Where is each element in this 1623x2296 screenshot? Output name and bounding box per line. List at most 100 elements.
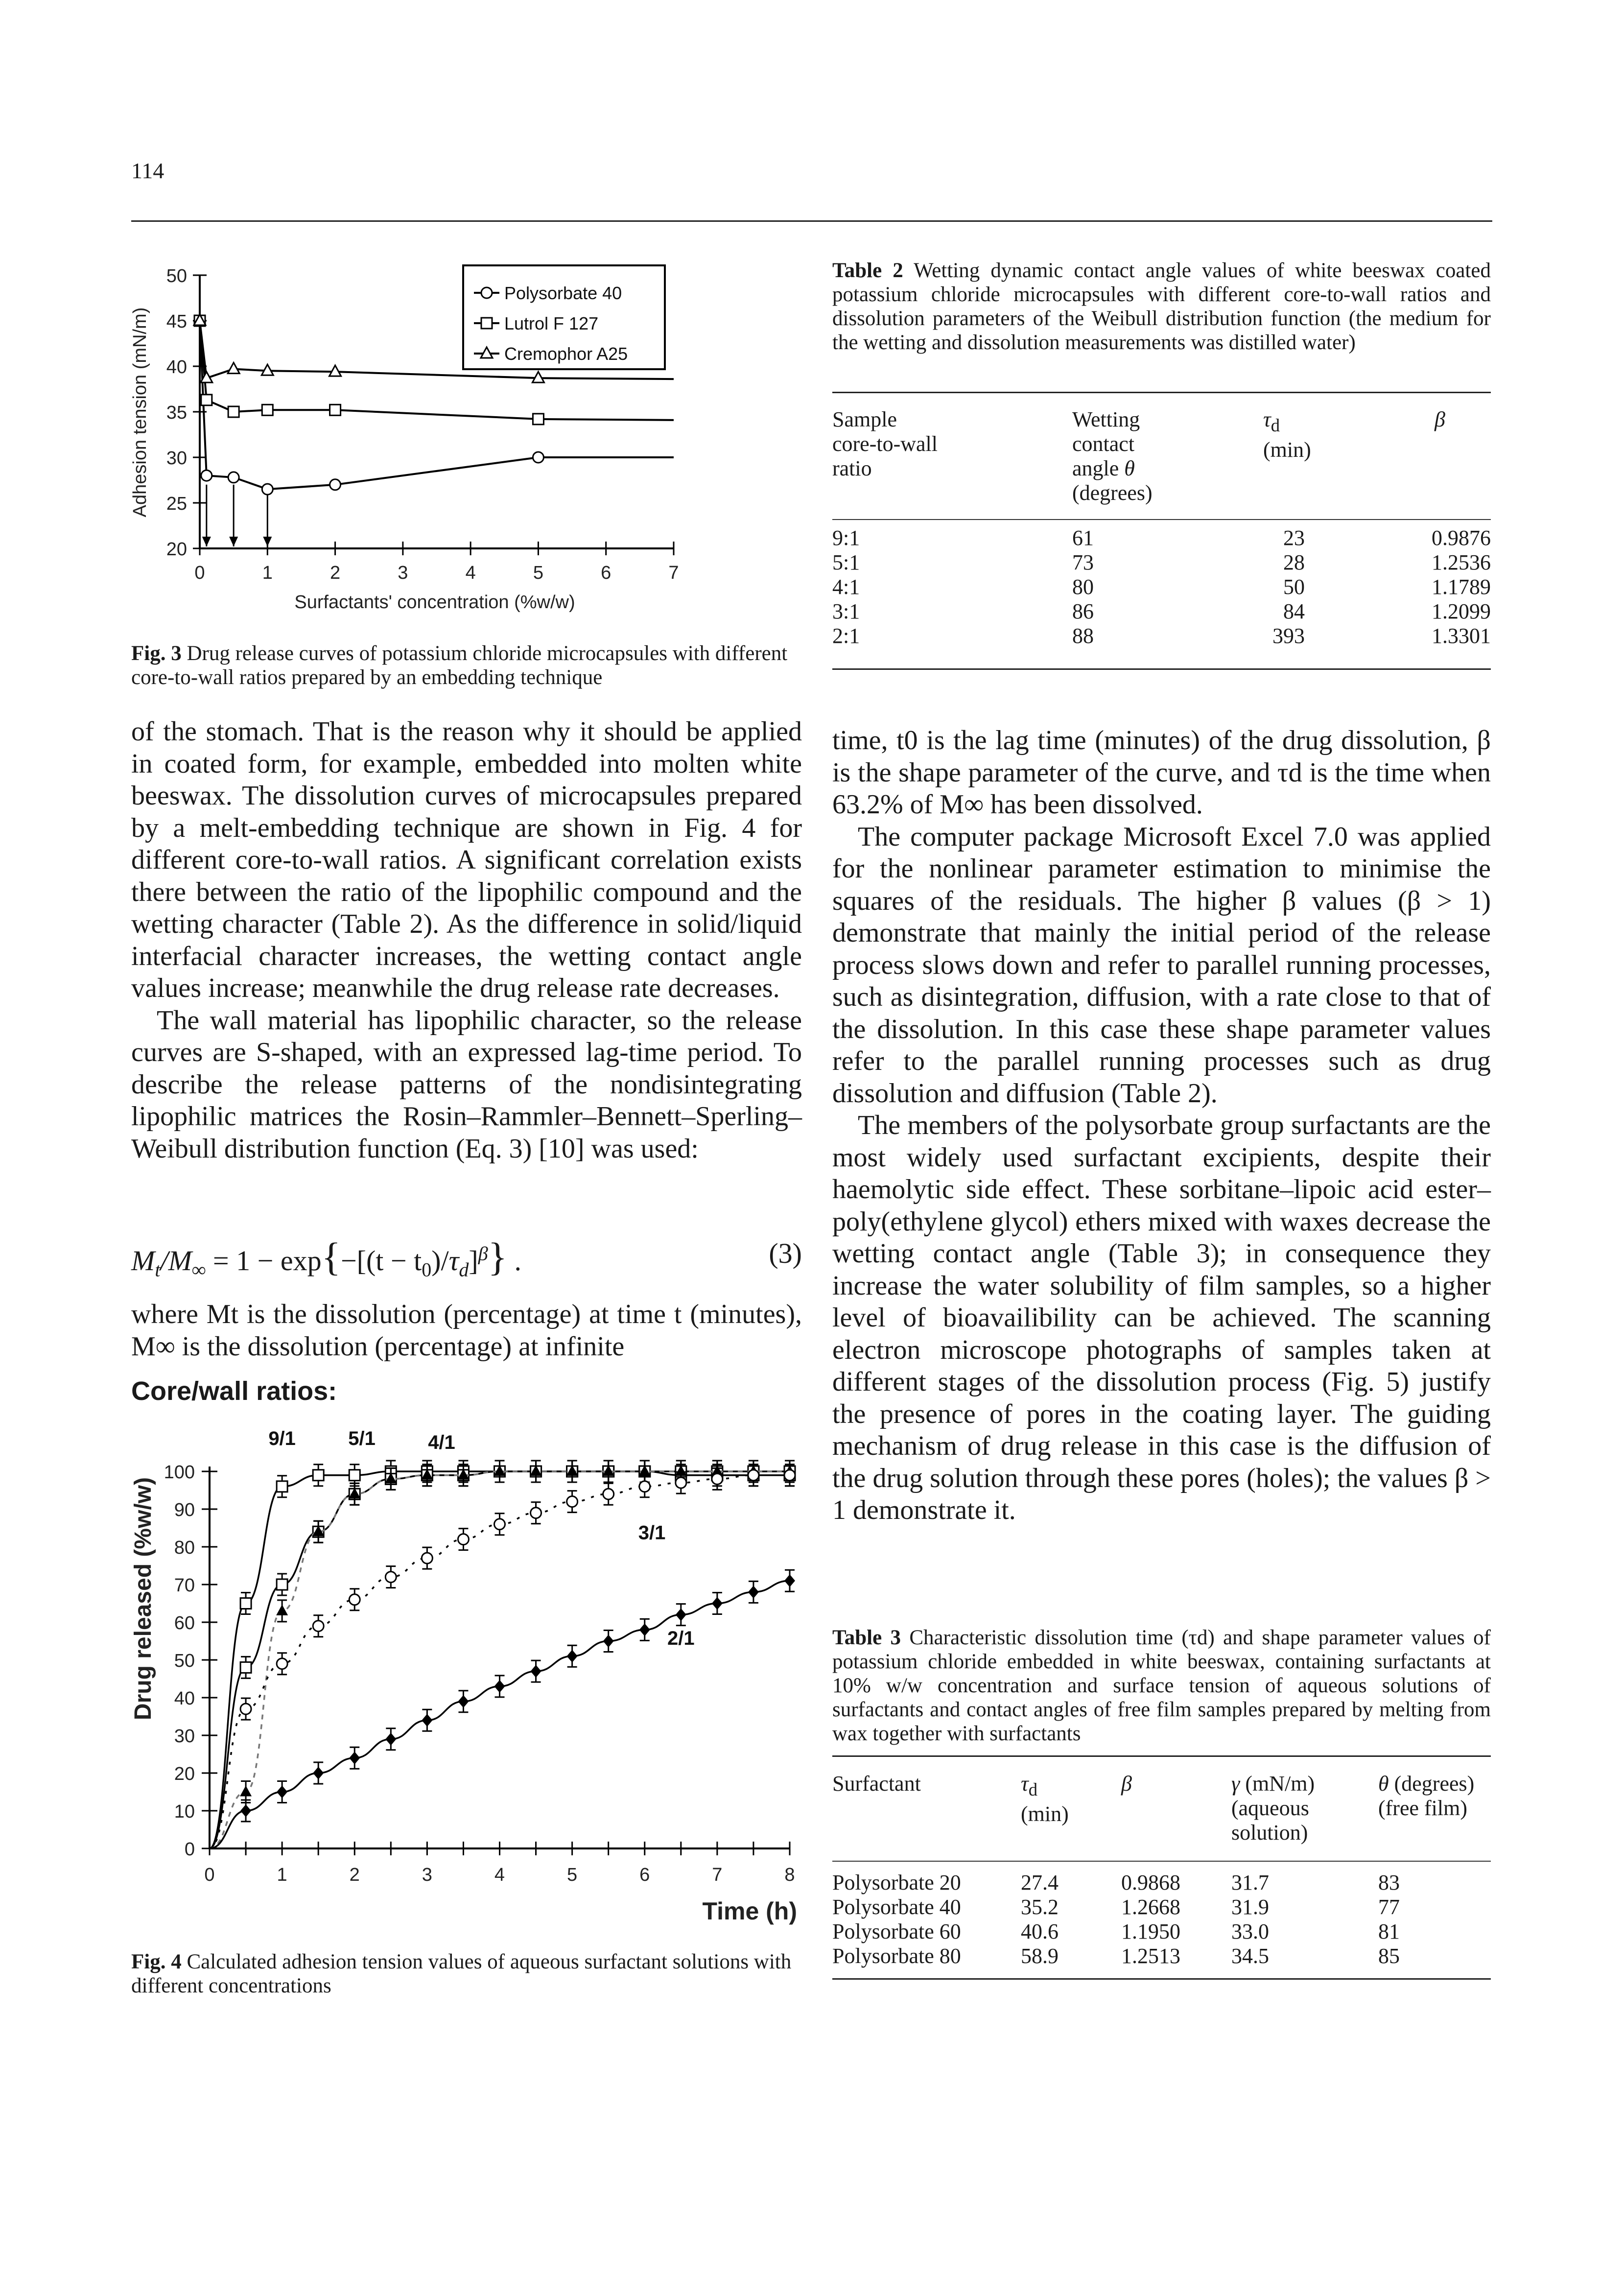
fig4-point [603,1634,614,1648]
fig3-y-tick-label: 40 [166,357,187,378]
equation-number: (3) [769,1237,802,1269]
fig4-point [530,1665,541,1678]
fig4-y-tick-label: 60 [174,1613,195,1633]
fig3-legend-label: Cremophor A25 [504,344,628,364]
fig3-point [226,361,241,375]
table3-cell: 1.2513 [1121,1944,1180,1968]
fig3-series [192,312,674,496]
fig3-x-tick-label: 6 [601,563,611,583]
table2-cell: 23 [1283,526,1305,550]
fig3-point [531,370,545,383]
fig3-point [199,370,214,383]
table3-caption-text: Characteristic dissolution time (τd) and… [832,1626,1491,1745]
fig4-xlabel: Time (h) [702,1897,797,1925]
fig4-title: Core/wall ratios: [131,1376,337,1406]
fig3-arrow-head [202,537,211,546]
fig3-y-tick-label: 50 [166,266,187,286]
fig4-point [639,1623,650,1636]
table3-cell: 77 [1378,1895,1400,1919]
table2-cell: 1.3301 [1432,624,1491,648]
table3-cell: 40.6 [1021,1919,1058,1943]
table2-rule-mid [832,519,1491,520]
fig4-point [494,1465,506,1476]
fig4-series-label: 3/1 [638,1522,666,1544]
fig3-legend-marker [480,286,493,299]
fig4-point [422,1714,433,1727]
fig3-point [227,471,240,484]
table3-cell: Polysorbate 40 [832,1895,961,1919]
fig3-x-tick-label: 5 [533,563,543,583]
table3-cell: 0.9868 [1121,1870,1180,1894]
fig4-point [384,1571,397,1584]
fig4-point [711,1597,723,1610]
table3-rule-bottom [832,1978,1491,1980]
fig4-x-tick-label: 7 [712,1865,722,1885]
right-paragraph-2: The computer package Microsoft Excel 7.0… [832,821,1491,1109]
table2-cell: 9:1 [832,526,860,550]
fig4-caption: Fig. 4 Calculated adhesion tension value… [131,1950,802,1998]
fig4-point [276,1480,288,1493]
fig4-series-label: 9/1 [268,1428,296,1449]
fig3-point [261,403,274,416]
fig4-y-tick-label: 20 [174,1764,195,1784]
table2-cell: 1.2536 [1432,550,1491,574]
fig4-point [421,1468,433,1480]
fig4-point [675,1465,687,1476]
table3-cell: 1.1950 [1121,1919,1180,1943]
fig3-x-tick-label: 1 [262,563,273,583]
fig4-y-tick-label: 100 [164,1462,195,1483]
fig4-point [240,1785,252,1797]
right-paragraph-3: The members of the polysorbate group sur… [832,1110,1491,1525]
table2-cell: 1.2099 [1432,599,1491,623]
table3-cell: 34.5 [1231,1944,1269,1968]
header-rule [131,220,1492,222]
table2-cell: 1.1789 [1432,575,1491,599]
fig3-y-tick-label: 30 [166,448,187,469]
table3-header-theta: θ (degrees)(free film) [1378,1772,1475,1820]
table2-cell: 84 [1283,599,1305,623]
fig4-ylabel: Drug released (%w/w) [131,1477,156,1720]
table2-cell: 86 [1072,599,1094,623]
fig4-point [675,1608,686,1621]
table2-cell: 73 [1072,550,1094,574]
table3-header-surfactant: Surfactant [832,1772,921,1796]
fig3-y-tick-label: 45 [166,311,187,332]
table2-cell: 61 [1072,526,1094,550]
fig4-point [675,1476,687,1489]
fig4-point [349,1488,361,1499]
fig4-y-tick-label: 0 [185,1839,195,1860]
fig4-point [277,1785,288,1799]
fig4-point [276,1578,288,1591]
fig3-point [261,483,274,496]
fig4-point [783,1469,796,1482]
fig4-series-curve [209,1580,790,1849]
fig4-y-tick-label: 10 [174,1801,195,1822]
right-column-text: time, t0 is the lag time (minutes) of th… [832,725,1491,1527]
left-paragraph-1: of the stomach. That is the reason why i… [131,716,802,1003]
table3-cell: 81 [1378,1919,1400,1943]
table2-rule-bottom [832,668,1491,670]
table3-cell: 33.0 [1231,1919,1269,1943]
table3-cell: 83 [1378,1870,1400,1894]
fig4-point [312,1620,325,1633]
fig4-y-tick-label: 70 [174,1575,195,1596]
table2-caption-label: Table 2 [832,259,903,282]
fig3-series-3 [192,312,674,383]
page-number: 114 [131,158,165,183]
table2-cell: 28 [1283,550,1305,574]
table3-cell: Polysorbate 80 [832,1944,961,1968]
table2-cell: 80 [1072,575,1094,599]
fig3-x-tick-label: 3 [398,563,408,583]
left-column-text: of the stomach. That is the reason why i… [131,716,802,1165]
fig4-point [239,1661,252,1674]
fig4-point [385,1732,397,1746]
table2-caption-text: Wetting dynamic contact angle values of … [832,259,1491,354]
fig3-x-tick-label: 7 [668,563,679,583]
